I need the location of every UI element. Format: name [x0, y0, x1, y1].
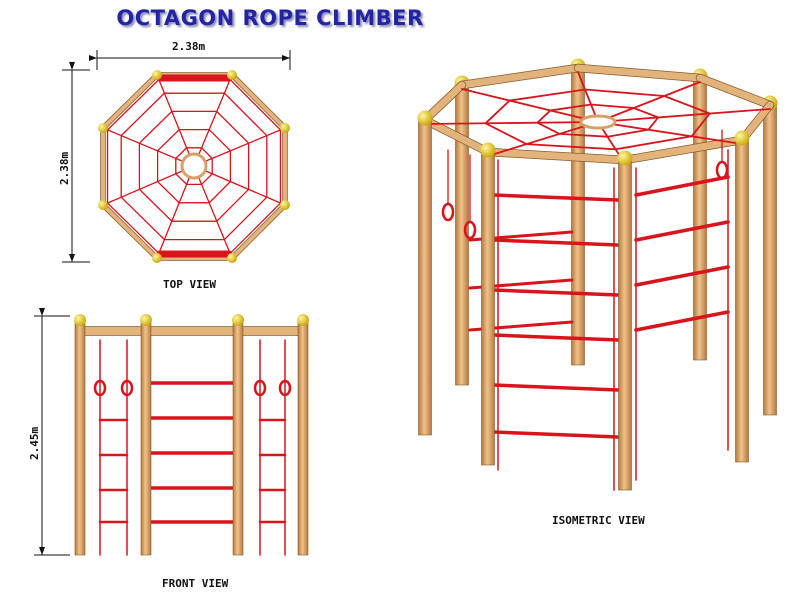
rope-web-ring — [484, 88, 712, 151]
wooden-post — [140, 321, 152, 556]
wooden-beam — [574, 64, 704, 82]
wooden-beam — [230, 203, 287, 260]
front-ladder-rung — [492, 193, 620, 202]
wooden-post — [571, 67, 585, 366]
side-ladder-rung — [634, 265, 730, 287]
wooden-beam — [696, 74, 774, 109]
rope-radial — [487, 121, 599, 157]
rope-radial — [193, 74, 233, 167]
rope-radial — [577, 71, 599, 123]
front-ladder-rung — [492, 333, 620, 342]
post-cap — [98, 200, 108, 210]
side-ladder-rung — [634, 220, 730, 242]
isometric-view-drawing — [417, 58, 778, 491]
front-ladder-rung — [492, 430, 620, 439]
isometric-view-label: ISOMETRIC VIEW — [552, 514, 645, 527]
top-view-label: TOP VIEW — [163, 278, 216, 291]
wooden-post — [418, 119, 432, 436]
wooden-post — [763, 104, 777, 416]
wooden-post — [297, 321, 309, 556]
post-cap — [280, 200, 290, 210]
side-ladder-rung — [634, 175, 730, 197]
post-cap — [232, 314, 244, 326]
center-ring — [180, 152, 208, 180]
front-ladder-rung — [492, 288, 620, 297]
post-cap — [280, 123, 290, 133]
post-cap — [480, 142, 496, 158]
center-ring — [579, 114, 617, 130]
gym-ring — [120, 379, 134, 397]
front-view-drawing — [74, 314, 309, 556]
post-cap — [617, 150, 633, 166]
wooden-beam — [484, 148, 629, 164]
post-cap — [140, 314, 152, 326]
wooden-post — [74, 321, 86, 556]
rope-radial — [193, 127, 286, 167]
rope-radial — [597, 81, 701, 123]
top-view-drawing — [98, 70, 290, 263]
wooden-beam — [421, 116, 492, 156]
gym-ring — [715, 160, 729, 180]
gym-ring — [441, 202, 455, 222]
post-cap — [98, 123, 108, 133]
wooden-post — [232, 321, 244, 556]
front-ladder-rung — [492, 383, 620, 392]
rope-radial — [156, 165, 195, 259]
wooden-post — [735, 139, 749, 463]
front-view-label: FRONT VIEW — [162, 577, 229, 590]
dimension-lines — [34, 50, 291, 556]
front-ladder-rung — [492, 238, 620, 247]
wooden-beam — [458, 64, 582, 89]
post-cap — [297, 314, 309, 326]
page-title: OCTAGON ROPE CLIMBER — [116, 6, 424, 30]
rope-radial — [102, 165, 195, 206]
gym-ring — [253, 379, 267, 397]
post-cap — [74, 314, 86, 326]
rope-web-ring — [535, 103, 660, 138]
wooden-beam — [101, 203, 159, 260]
rope-radial — [597, 108, 771, 123]
post-cap — [734, 130, 750, 146]
gym-ring — [93, 379, 107, 397]
front-height-dimension: 2.45m — [28, 426, 41, 460]
post-cap — [227, 70, 237, 80]
top-depth-dimension: 2.38m — [58, 151, 71, 185]
post-cap — [227, 253, 237, 263]
wooden-post — [481, 151, 495, 466]
wooden-post — [618, 159, 632, 491]
rope-radial — [597, 121, 743, 145]
top-width-dimension: 2.38m — [172, 40, 206, 53]
rope-radial — [156, 74, 195, 167]
post-cap — [417, 110, 433, 126]
gym-ring — [278, 379, 292, 397]
rope-radial — [461, 88, 599, 123]
wooden-beam — [101, 73, 159, 130]
rope-radial — [193, 165, 286, 206]
post-cap — [152, 70, 162, 80]
side-ladder-rung — [634, 310, 730, 332]
rope-radial — [193, 165, 233, 259]
post-cap — [152, 253, 162, 263]
rope-radial — [424, 121, 599, 125]
rope-radial — [102, 127, 195, 167]
wooden-beam — [621, 136, 746, 164]
wooden-beam — [230, 73, 287, 130]
